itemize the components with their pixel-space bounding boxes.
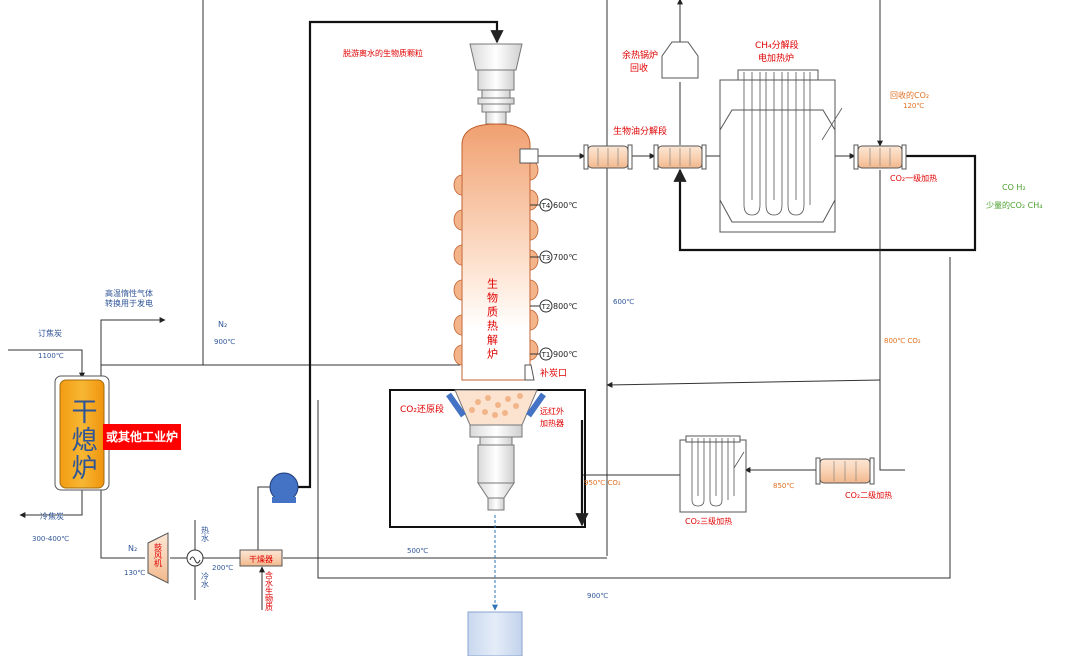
fan-label: 鼓风机 [154,542,163,568]
wet-biomass-label: 含水生物质 [265,570,274,612]
temp-900-bottom-label: 900℃ [587,592,608,600]
pyro-reactor-label: 生物质热解炉 [486,277,499,362]
char-collection-tank [467,611,523,656]
coal-out-temp: 300-400℃ [32,535,69,543]
hot-gas-line1: 高温惰性气体 [105,288,153,298]
t2-temp: 800℃ [553,302,577,311]
coal-in-label: 订焦炭 [38,328,62,338]
ir-heater-label-1: 远红外 [540,406,564,416]
n2-top-temp: 900℃ [214,338,235,346]
heat-exchanger-co2-second [815,457,875,485]
heat-exchanger-water [186,549,204,567]
t1-temp: 900℃ [553,350,577,359]
blower: 鼓风机 [147,532,169,584]
dryer-label: 干燥器 [249,555,273,564]
co2-reduction-label: CO₂还原段 [400,403,444,415]
oil-sep-label: 生物油分解段 [613,125,667,137]
ir-heater-label-2: 加热器 [540,418,564,428]
recovered-co2-temp: 120℃ [903,102,924,110]
pyrolysis-reactor [446,43,546,511]
cold-water-label: 冷水 [201,571,210,588]
temp-600-label: 600℃ [613,298,634,306]
circulation-pump [269,472,299,503]
t1-label: T1 [541,351,551,359]
ch4-label-1: CH₄分解段 [755,39,799,51]
n2-bottom-temp: 130℃ [124,569,145,577]
co2-heat2-label: CO₂二级加热 [845,490,892,500]
t3-temp: 700℃ [553,253,577,262]
t3-label: T3 [541,254,551,262]
dry-quench-furnace: 干熄炉 [54,375,110,491]
other-furnace-label: 或其他工业炉 [106,429,178,444]
product-line1: CO H₂ [1002,183,1026,192]
recovered-co2-label: 回收的CO₂ [890,90,929,100]
carbon-feed-label: 补炭口 [540,367,567,379]
n2-top-label: N₂ [218,320,227,329]
t4-temp: 600℃ [553,201,577,210]
temp-950-co2-label: 950℃ CO₂ [584,479,621,487]
temp-500-label: 500℃ [407,547,428,555]
heat-exchanger-co2-first [853,144,907,170]
waste-boiler-label-2: 回收 [630,62,648,74]
temp-800-co2-label: 800℃ CO₂ [884,337,921,345]
heat-exchanger-1 [583,144,633,170]
co2-heat3-label: CO₂三级加热 [685,516,732,526]
dryer: 干燥器 [239,549,283,567]
hot-water-label: 热水 [201,525,210,542]
thermocouples [530,198,553,361]
labels: 订焦炭 1100℃ 冷焦炭 300-400℃ 高温惰性气体 转换用于发电 N₂ … [32,39,1042,612]
pipe-network [8,0,977,611]
hot-gas-line2: 转换用于发电 [105,298,153,308]
heat-exchanger-2 [653,144,707,170]
n2-bottom-label: N₂ [128,544,137,553]
waste-boiler-label-1: 余热锅炉 [622,49,658,61]
waste-heat-boiler [661,41,699,79]
coal-out-label: 冷焦炭 [40,511,64,521]
co2-third-heater [679,435,747,513]
temp-850-label: 850℃ [773,482,794,490]
biomass-top-label: 脱游离水的生物质颗粒 [343,48,423,58]
t2-label: T2 [541,303,551,311]
product-line2: 少量的CO₂ CH₄ [986,200,1042,210]
dryer-temp: 200℃ [212,564,233,572]
coal-in-temp: 1100℃ [38,352,64,360]
t4-label: T4 [541,202,551,210]
dry-quench-label: 干熄炉 [67,398,97,482]
ch4-electric-furnace [719,69,843,233]
ch4-label-2: 电加热炉 [758,52,794,64]
co2-heat1-label: CO₂一级加热 [890,173,937,183]
other-furnace-badge: 或其他工业炉 [103,424,181,450]
